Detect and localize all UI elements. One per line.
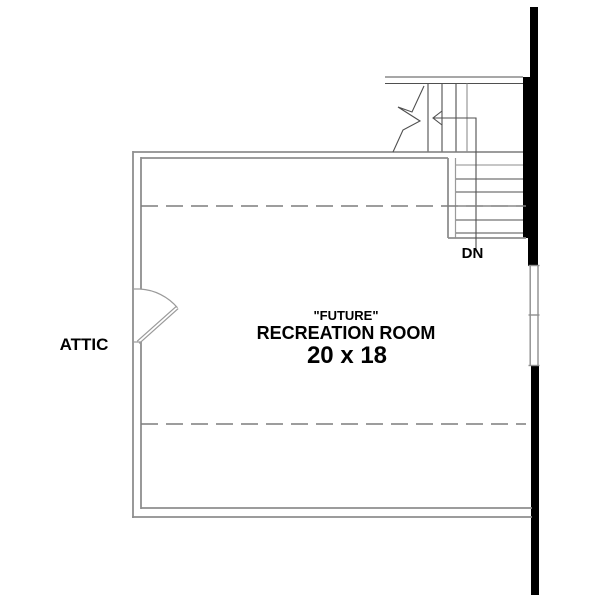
attic-door bbox=[136, 288, 179, 344]
wall-segment-below-stairs bbox=[528, 238, 538, 266]
future-label: "FUTURE" bbox=[313, 308, 378, 323]
stair-direction-arrow bbox=[432, 110, 477, 250]
door-leaf-line-1 bbox=[136, 305, 177, 342]
room-wall-outline bbox=[132, 151, 532, 518]
wall-segment-top bbox=[530, 7, 538, 77]
upper-stair-flight bbox=[385, 76, 523, 153]
lower-stair-treads bbox=[456, 164, 523, 234]
arrow-head-icon bbox=[432, 110, 443, 126]
stairwell bbox=[385, 76, 526, 250]
stair-break-line bbox=[392, 85, 425, 153]
door-leaf-line-2 bbox=[138, 308, 179, 344]
window bbox=[528, 264, 540, 367]
dn-label: DN bbox=[462, 245, 484, 262]
arrow-path bbox=[433, 117, 477, 250]
attic-label: ATTIC bbox=[60, 335, 109, 354]
wall-segment-bottom bbox=[531, 366, 539, 595]
room-size-label: 20 x 18 bbox=[307, 342, 387, 369]
door-swing-arc bbox=[139, 288, 178, 309]
wall-segment-stairs bbox=[523, 77, 538, 238]
right-exterior-wall bbox=[523, 7, 540, 595]
room-name-label: RECREATION ROOM bbox=[257, 323, 436, 343]
